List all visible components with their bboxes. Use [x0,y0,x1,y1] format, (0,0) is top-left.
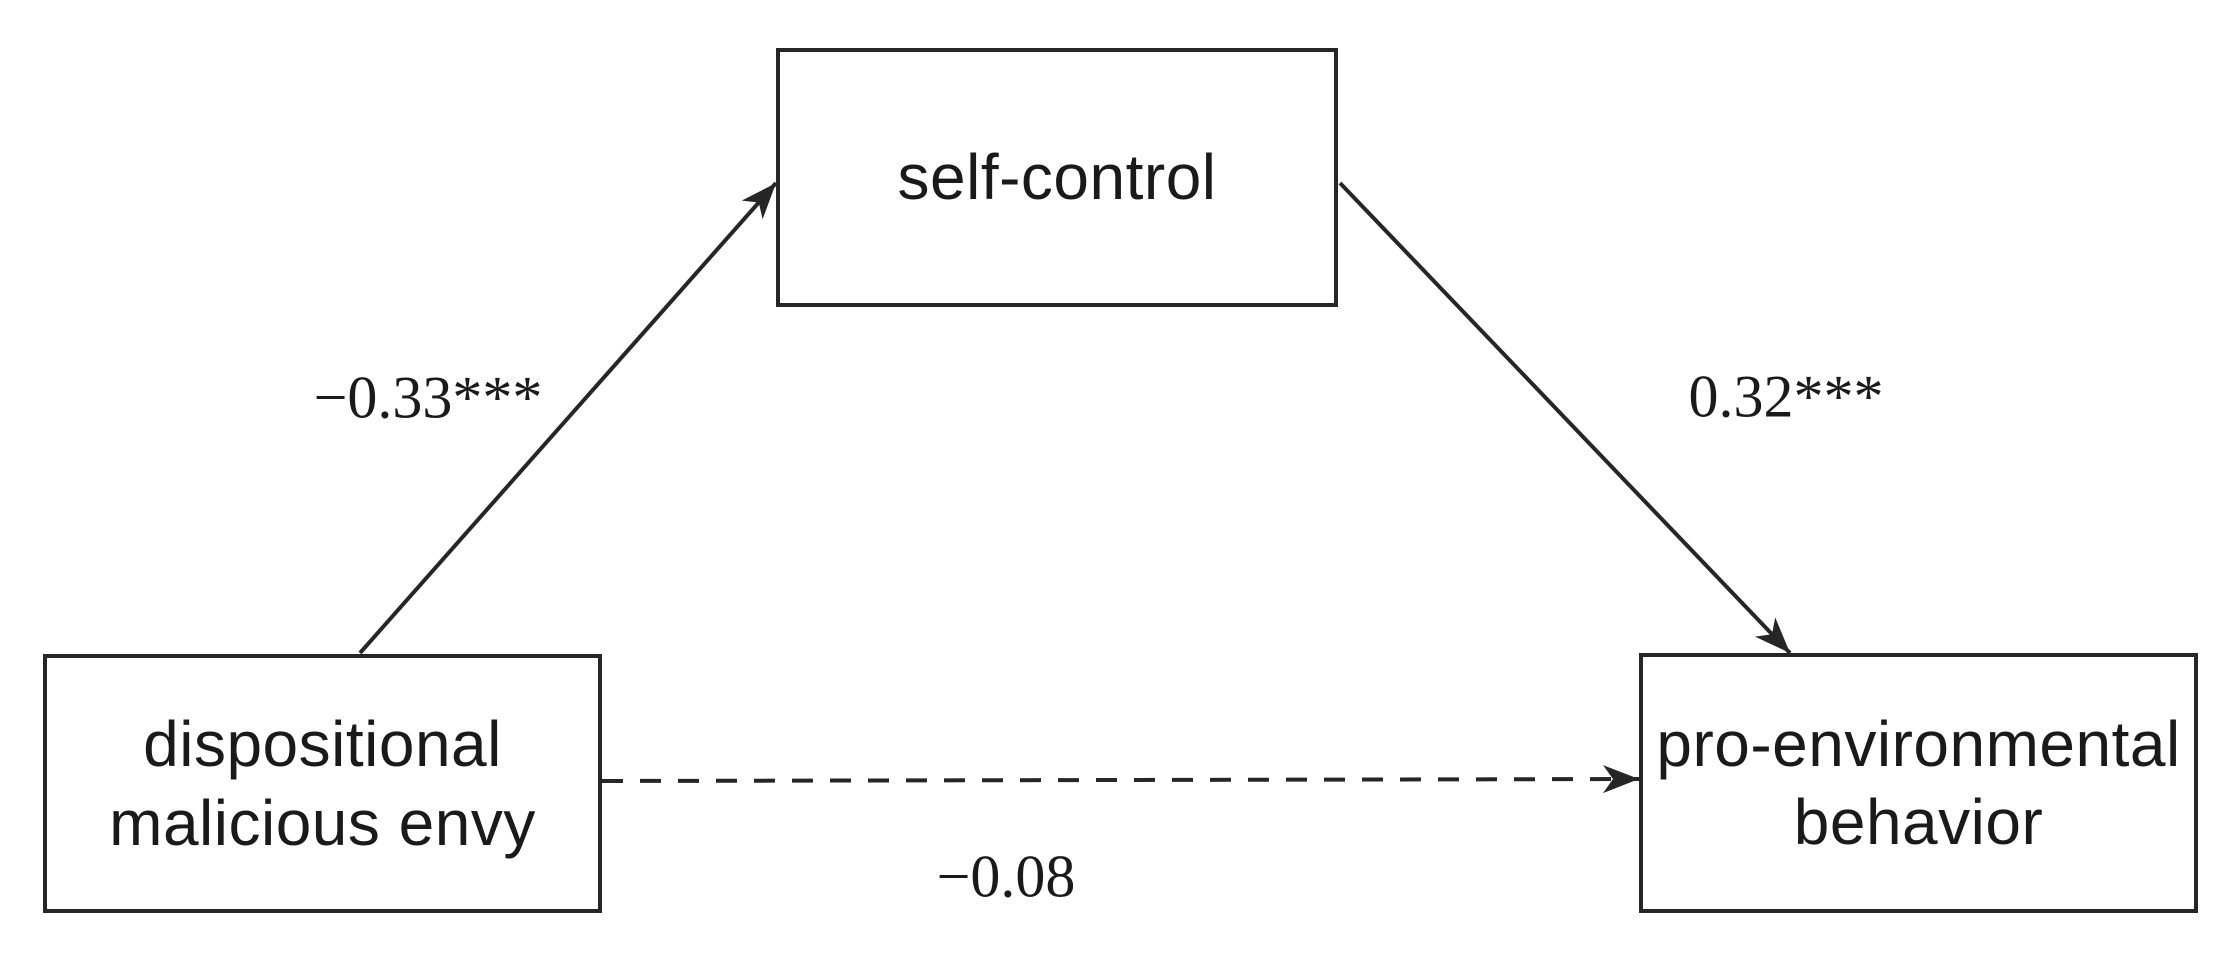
path-c-dashed-arrow [601,765,1640,794]
node-predictor-label-line2: malicious envy [109,786,536,859]
node-mediator-label: self-control [897,141,1217,214]
path-b-coefficient: 0.32*** [1688,363,1884,430]
path-a-coefficient: −0.33*** [313,364,543,431]
node-outcome: pro-environmental behavior [1639,653,2198,913]
node-outcome-label-line1: pro-environmental [1656,707,2181,780]
node-outcome-label-line2: behavior [1793,786,2044,858]
path-b-arrow [1338,181,1792,655]
node-predictor: dispositional malicious envy [43,654,602,913]
path-c-coefficient: −0.08 [936,843,1076,910]
path-a-arrow [358,181,778,655]
node-predictor-label-line1: dispositional [143,708,502,781]
node-mediator: self-control [776,48,1338,307]
